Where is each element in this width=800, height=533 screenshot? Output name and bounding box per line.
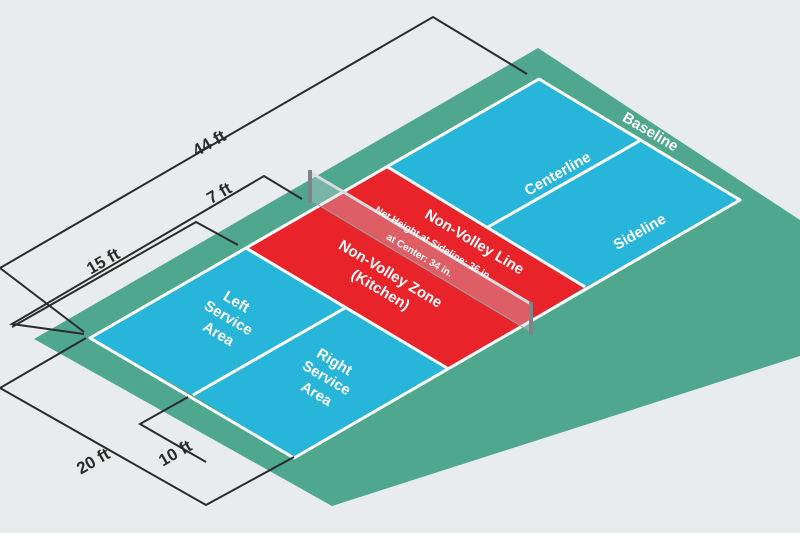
far-right-service-area	[488, 140, 740, 287]
kitchen-depth-dimension-label: 7 ft	[203, 178, 235, 207]
service-depth-dimension-label: 15 ft	[83, 244, 123, 278]
half-width-dimension-label: 10 ft	[155, 436, 195, 470]
far-non-volley-zone	[316, 166, 585, 327]
right-service-area	[193, 308, 447, 458]
court-lines	[88, 77, 742, 460]
non-volley-zone	[246, 207, 519, 368]
far-left-service-area	[386, 79, 641, 227]
left-service-area	[90, 248, 345, 395]
net-top-band	[309, 170, 532, 306]
length-dimension-label: 44 ft	[189, 126, 229, 160]
dimension-lines	[0, 15, 528, 507]
